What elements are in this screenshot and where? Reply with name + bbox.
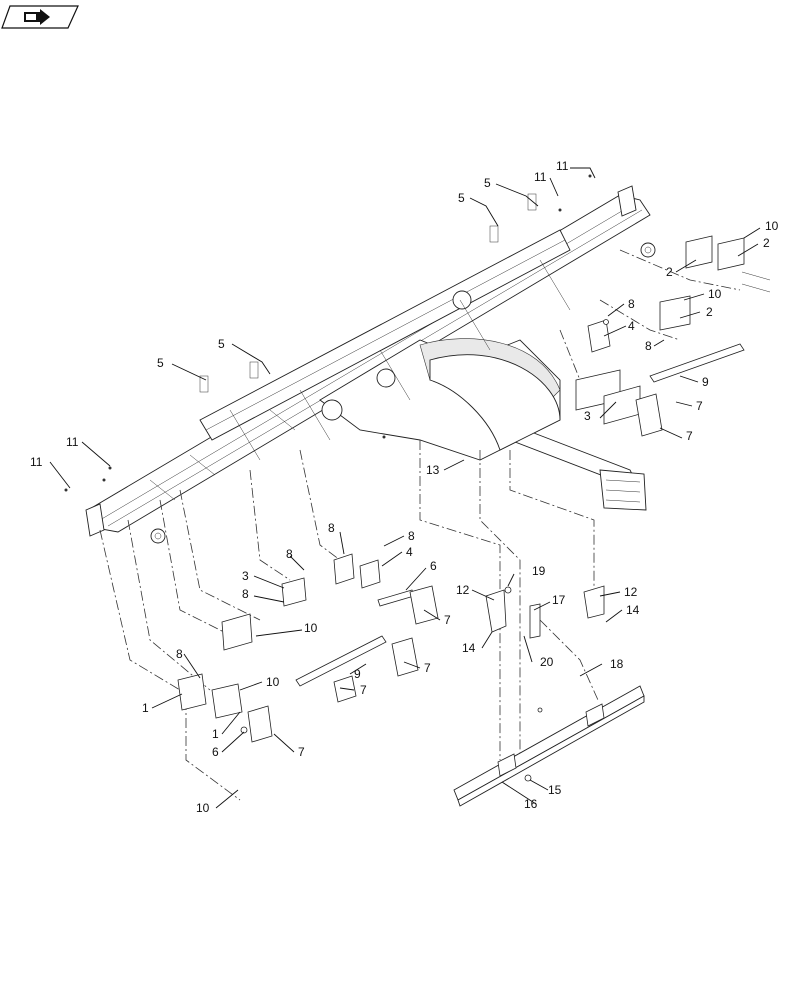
callout-20: 20 [540,655,554,669]
callout-labels: 11 11 5 5 10 2 2 10 2 8 4 8 9 7 3 7 5 5 … [30,159,779,815]
callout-10: 10 [304,621,318,635]
callout-3: 3 [242,569,249,583]
pin-part-19 [504,586,512,594]
bracket-part-12-right [583,585,605,619]
book-arrow-icon[interactable] [1,5,79,29]
bracket-part-3-right [575,369,641,425]
callout-10: 10 [266,675,280,689]
callout-15: 15 [548,783,562,797]
callout-5: 5 [157,356,164,370]
callout-7: 7 [298,745,305,759]
callout-5: 5 [458,191,465,205]
callout-14: 14 [626,603,640,617]
callout-6: 6 [212,745,219,759]
bar-part-9-left [295,635,387,687]
clamp-part-4-right [587,319,611,353]
callout-10: 10 [708,287,722,301]
callout-11: 11 [66,435,79,449]
plate-part-7-center [409,585,439,625]
callout-8: 8 [645,339,652,353]
callout-12: 12 [624,585,638,599]
callout-9: 9 [702,375,709,389]
bracket-part-12-left [485,589,507,633]
callout-4: 4 [406,545,413,559]
callout-14: 14 [462,641,476,655]
callout-8: 8 [176,647,183,661]
callout-17: 17 [552,593,566,607]
callout-8: 8 [328,521,335,535]
clamp-part-4-center [359,559,381,589]
callout-10: 10 [196,801,210,815]
callout-16: 16 [524,797,538,811]
callout-5: 5 [484,176,491,190]
bracket-part-2-lower [659,295,691,331]
clamp-part-8-center [333,553,355,585]
callout-12: 12 [456,583,470,597]
callout-1: 1 [142,701,149,715]
callout-7: 7 [424,661,431,675]
bracket-part-1-left [177,673,243,719]
callout-2: 2 [763,236,770,250]
callout-11: 11 [534,170,547,184]
plate-part-7-left [333,637,419,703]
callout-13: 13 [426,463,440,477]
callout-7: 7 [360,683,367,697]
bracket-part-2-upper [685,235,771,293]
callout-6: 6 [430,559,437,573]
callout-7: 7 [686,429,693,443]
bracket-part-17 [529,603,541,639]
callout-3: 3 [584,409,591,423]
callout-8: 8 [286,547,293,561]
plate-part-7-lower [240,705,273,743]
bracket-part-3-center [281,577,307,607]
callout-8: 8 [242,587,249,601]
bracket-part-10-left [221,613,253,651]
bar-part-9-right [649,343,745,383]
leader-lines [49,167,761,809]
callout-4: 4 [628,319,635,333]
callout-9: 9 [354,667,361,681]
callout-2: 2 [666,265,673,279]
callout-7: 7 [444,613,451,627]
callout-19: 19 [532,564,546,578]
callout-8: 8 [408,529,415,543]
callout-11: 11 [30,455,43,469]
plate-part-7-right [635,393,663,437]
assembly-phantom-lines [99,249,741,801]
callout-1: 1 [212,727,219,741]
callout-8: 8 [628,297,635,311]
callout-5: 5 [218,337,225,351]
main-frame-assembly [64,174,656,544]
callout-2: 2 [706,305,713,319]
pin-part-6-center [377,589,415,607]
callout-11: 11 [556,159,569,173]
callout-18: 18 [610,657,624,671]
callout-10: 10 [765,219,779,233]
callout-7: 7 [696,399,703,413]
cross-bar-part-16 [453,685,645,807]
